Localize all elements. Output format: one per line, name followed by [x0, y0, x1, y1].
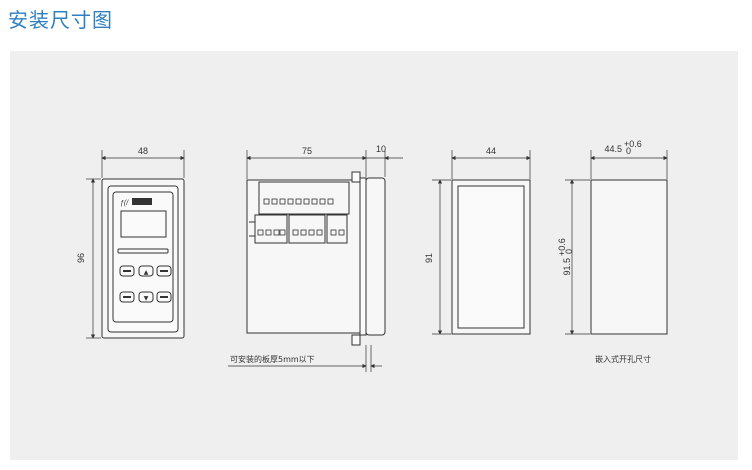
side-bezel-label: 10 — [376, 144, 386, 154]
panel-thickness-note: 可安装的板厚5mm以下 — [230, 354, 315, 364]
terminal-block-mid — [288, 214, 326, 244]
terminal-block-left — [254, 214, 288, 244]
down-key — [138, 291, 154, 303]
menu-key — [119, 291, 135, 303]
rear-width-label: 44 — [486, 146, 496, 156]
cutout-height-tol-upper: +0.6 — [557, 238, 567, 256]
rear-inner — [457, 185, 525, 329]
cutout-width-tol-upper: +0.6 — [624, 139, 642, 149]
cutout-width-tol-lower: 0 — [626, 146, 631, 156]
lcd-display — [120, 210, 167, 238]
cutout-rect — [590, 179, 668, 335]
enter-key — [156, 291, 172, 303]
cutout-height-label: 91.5 — [562, 258, 572, 276]
up-arrow-icon: ▲ — [144, 269, 149, 276]
rear-height-label: 91 — [424, 253, 434, 263]
cutout-view — [565, 150, 668, 335]
front-height-label: 96 — [76, 253, 86, 263]
down-arrow-icon: ▼ — [144, 295, 149, 302]
cutout-width-dimension: 44.5 +0.6 0 — [604, 139, 641, 156]
front-inner — [112, 191, 174, 323]
panel-plate — [359, 177, 367, 336]
set-key — [119, 265, 135, 277]
front-width-label: 48 — [138, 146, 148, 156]
mode-key — [156, 265, 172, 277]
cutout-height-dimension: 91.5 +0.6 0 — [557, 238, 574, 275]
front-face — [107, 185, 179, 333]
cutout-width-label: 44.5 — [604, 144, 622, 154]
page-title: 安装尺寸图 — [8, 8, 113, 32]
terminal-block-top — [258, 181, 350, 215]
up-key — [138, 265, 154, 277]
svg-text:ƒ(/: ƒ(/ — [120, 200, 129, 207]
brand-logo: ƒ(/ — [120, 198, 152, 207]
indicator-bar — [117, 248, 169, 254]
terminal-row-top — [263, 198, 334, 205]
front-view: ƒ(/ ▲ ▼ — [86, 150, 185, 339]
cutout-caption: 嵌入式开孔尺寸 — [595, 354, 651, 364]
terminal-block-right — [326, 214, 348, 244]
cutout-height-tol-lower: 0 — [564, 249, 574, 254]
side-bezel — [365, 177, 386, 336]
clip-top — [351, 171, 361, 183]
keypad: ▲ ▼ — [119, 265, 172, 303]
side-depth-label: 75 — [302, 146, 312, 156]
terminal-row-bottom — [257, 229, 345, 236]
rear-view — [432, 150, 531, 335]
side-view — [228, 150, 403, 372]
side-body — [246, 179, 361, 334]
clip-bottom — [351, 334, 361, 346]
